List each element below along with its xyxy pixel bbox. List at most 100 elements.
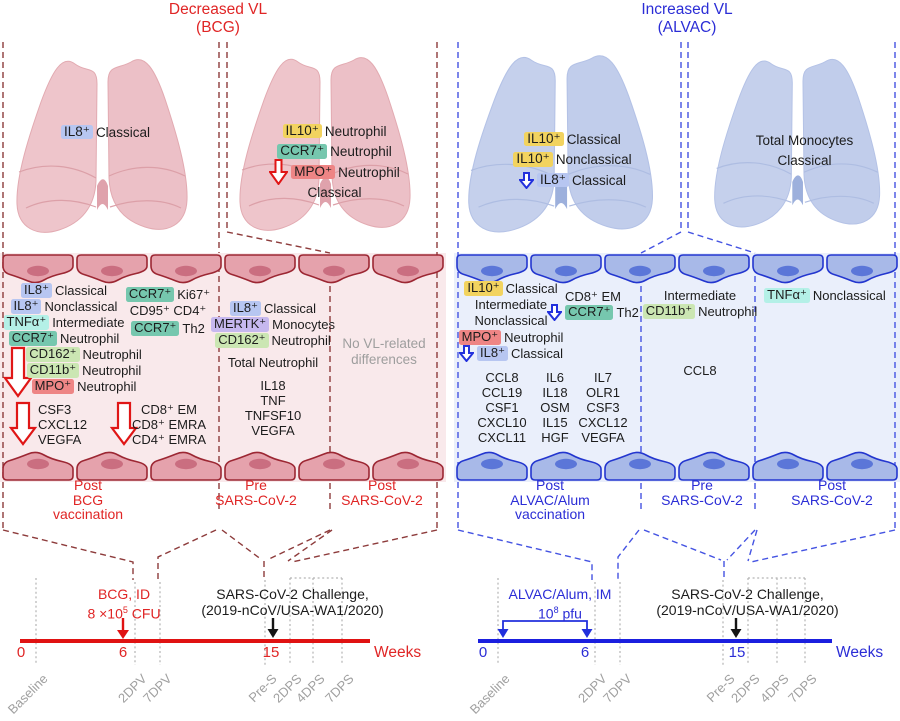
marker-row: Nonclassical [455,313,567,328]
bcg-dose-text: BCG, ID 8 ×105 CFU [60,586,188,622]
bcg-dose-arrowhead [117,630,129,639]
marker-row: CCR7⁺Neutrophil [0,331,128,346]
marker-text: Nonclassical [44,299,118,314]
marker-row: IL8⁺Classical [455,345,567,362]
marker-text: Total Monocytes [755,132,854,148]
section-label-line: ALVAC/Alum [510,491,590,508]
dose-unit: pfu [558,605,582,622]
dose-exponent: 8 [553,605,559,615]
marker-text: Total Neutrophil [227,355,319,370]
marker-chip: CD11b⁺ [642,304,696,319]
marker-text: Neutrophil [338,164,400,180]
marker-text: CD95⁺ CD4⁺ [129,303,207,318]
week-0-left: 0 [16,644,26,661]
marker-chip: IL8⁺ [10,299,42,314]
right-title-line2: (ALVAC) [657,19,717,36]
marker-row: CD8⁺ EMRA [131,417,207,432]
section-label-line: vaccination [52,506,124,522]
left-panel-title: Decreased VL (BCG) [143,1,293,37]
marker-chip: IL10⁺ [524,131,564,147]
alvac-postsars-markers: TNFα⁺Nonclassical [756,288,894,304]
week-6-right: 6 [580,644,590,661]
marker-text: Classical [95,124,150,140]
alvac-dose-line1: ALVAC/Alum, IM [508,586,612,602]
marker-row: CCL8 [683,363,717,378]
challenge-arrowhead-right [730,629,742,638]
marker-row: IL8⁺Classical [214,301,332,316]
marker-row: Intermediate [643,288,757,303]
marker-chip: CCR7⁺ [277,144,328,159]
right-title-line1: Increased VL [641,1,733,18]
marker-row: CD11b⁺Neutrophil [26,363,141,378]
section-label-line: Post [73,477,102,493]
marker-row: CD11b⁺Neutrophil [642,304,758,319]
lungs-bcg-postvax [16,58,188,233]
marker-text: Nonclassical [812,288,886,303]
marker-text: Classical [566,131,621,147]
marker-chip: IL8⁺ [230,301,261,316]
marker-text: Th2 [182,321,205,336]
marker-chip: IL8⁺ [537,172,569,188]
marker-chip: IL10⁺ [464,281,503,296]
marker-row: TNFα⁺Intermediate [0,315,128,330]
marker-row: MERTK⁺Monocytes [211,317,335,332]
marker-text: Classical [307,185,362,200]
timepoint-dotted-guides [35,577,806,665]
marker-row: IL15 [542,415,568,430]
bcg-postvax-th2-marker: CCR7⁺Th2 [118,321,218,337]
marker-row: IL8⁺Classical [495,171,650,189]
marker-chip: CD162⁺ [26,347,80,362]
marker-text: Neutrophil [82,347,142,362]
marker-chip: TNFα⁺ [3,315,50,330]
weeks-label-left: Weeks [374,644,422,661]
down-arrow-icon [459,345,475,362]
marker-chip: CCR7⁺ [131,321,180,336]
alvac-dose-text: ALVAC/Alum, IM 108 pfu [495,586,625,622]
marker-text: Neutrophil [504,330,564,345]
note-line1: No VL-related [342,336,426,351]
challenge-arrowhead-left [267,629,279,638]
marker-chip: CCR7⁺ [8,331,57,346]
marker-chip: IL8⁺ [61,124,93,140]
marker-chip: CCR7⁺ [565,305,614,320]
challenge-line1: SARS-CoV-2 Challenge, [671,586,824,602]
marker-row: OSM [540,400,570,415]
marker-text: Neutrophil [698,304,758,319]
section-label-line: SARS-CoV-2 [791,491,873,508]
alvac-dose-bracket [502,620,588,630]
section-label-line: vaccination [514,506,586,522]
marker-row: IL8⁺Classical [0,283,128,298]
marker-text: Nonclassical [474,313,548,328]
marker-text: Neutrophil [271,333,331,348]
dose-base: 8 ×10 [87,605,123,622]
marker-text: Th2 [616,305,639,320]
down-arrow-icon [8,401,38,446]
marker-text: Neutrophil [60,331,120,346]
marker-row: TNFSF10 [244,408,302,423]
marker-row: CXCL12 [38,417,88,432]
section-label-line: Pre [245,477,267,493]
marker-text: Classical [505,281,558,296]
marker-text: Neutrophil [330,144,392,159]
marker-row: MPO⁺Neutrophil [455,330,567,345]
section-label-line: SARS-CoV-2 [341,491,423,508]
down-arrow-icon [2,346,34,398]
bcg-presars-total-neutrophil: Total Neutrophil [214,355,332,371]
left-title-line1: Decreased VL [168,1,268,18]
week-6-left: 6 [118,644,128,661]
marker-row: Classical [262,185,407,201]
down-arrow-icon [109,401,139,446]
marker-text: Intermediate [52,315,125,330]
marker-row: Classical [737,153,872,169]
